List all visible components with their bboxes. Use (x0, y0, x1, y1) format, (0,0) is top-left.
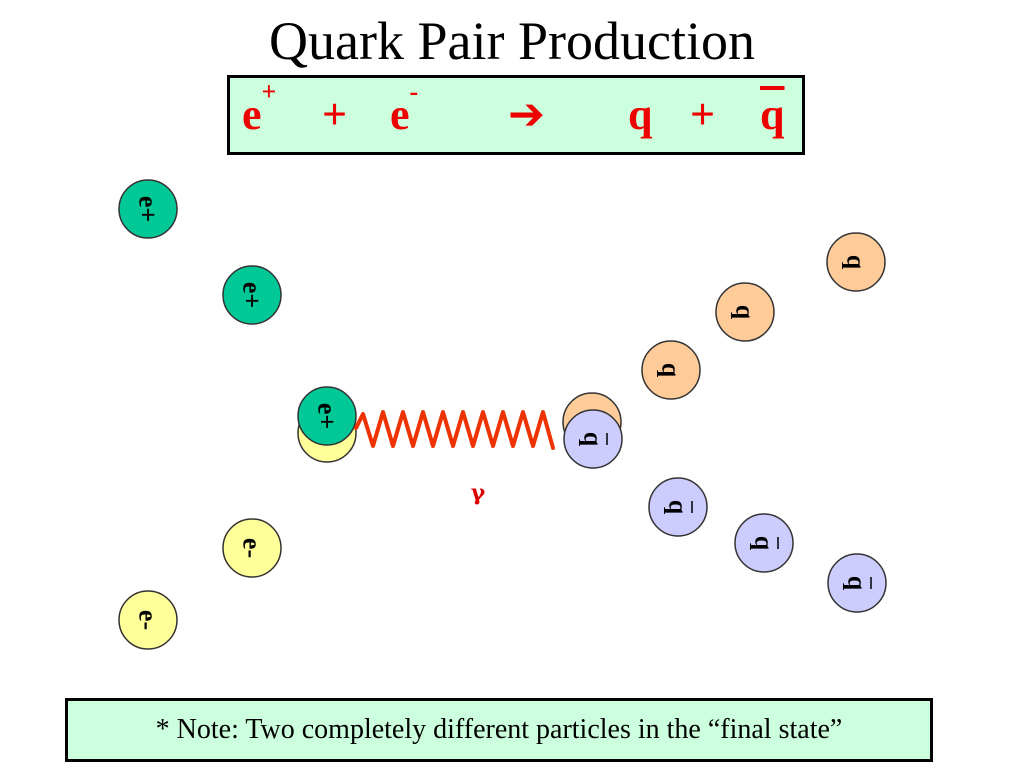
particles-layer: e+ e+ e-e-q q q q q q (118, 179, 887, 650)
quark-label: q (657, 363, 686, 378)
antiquark-label: q (750, 536, 779, 551)
electron-circle (118, 590, 178, 650)
equation-quark: q (628, 90, 653, 139)
photon-wave (354, 410, 555, 450)
positron-circle (118, 179, 178, 239)
antiquark-label: q (664, 500, 693, 515)
note-box: * Note: Two completely different particl… (65, 698, 933, 762)
equation-positron: e+ (242, 77, 277, 139)
collision-right: q (562, 392, 623, 469)
collision-antiquark-circle (563, 409, 623, 469)
particle-antiquark-7: q (648, 477, 708, 537)
quark-circle (641, 340, 701, 400)
equation-antiquark: q (760, 90, 785, 139)
collision-antiquark-label: q (579, 432, 608, 447)
positron-label: e+ (238, 282, 267, 308)
quark-circle (715, 282, 775, 342)
antiquark-label: q (843, 576, 872, 591)
particle-positron-1: e+ (222, 265, 282, 325)
electron-label: e- (238, 538, 267, 558)
collision-positron-label: e+ (313, 403, 342, 429)
particle-antiquark-9: q (827, 553, 887, 613)
particle-quark-4: q (826, 232, 886, 292)
collision-positron-circle (297, 386, 357, 446)
particle-electron-2: e- (222, 518, 282, 578)
antiquark-circle (827, 553, 887, 613)
electron-label: e- (134, 610, 163, 630)
particle-antiquark-8: q (734, 513, 794, 573)
photon-label: γ (471, 480, 486, 506)
page-title: Quark Pair Production (269, 11, 755, 71)
equation-arrow-icon: ➔ (508, 89, 545, 140)
particle-electron-3: e- (118, 590, 178, 650)
equation-electron: e- (390, 77, 419, 139)
quark-label: q (842, 255, 871, 270)
equation-plus-1: + (322, 90, 348, 139)
equation-box: e+ + e- ➔ q + q (227, 75, 805, 155)
antiquark-circle (648, 477, 708, 537)
particle-positron-0: e+ (118, 179, 178, 239)
particle-quark-5: q (715, 282, 775, 342)
electron-circle (222, 518, 282, 578)
collision-left: e+ (297, 386, 357, 463)
positron-label: e+ (134, 196, 163, 222)
positron-circle (222, 265, 282, 325)
quark-circle (826, 232, 886, 292)
quark-label: q (731, 305, 760, 320)
equation-plus-2: + (690, 90, 716, 139)
particle-quark-6: q (641, 340, 701, 400)
antiquark-circle (734, 513, 794, 573)
